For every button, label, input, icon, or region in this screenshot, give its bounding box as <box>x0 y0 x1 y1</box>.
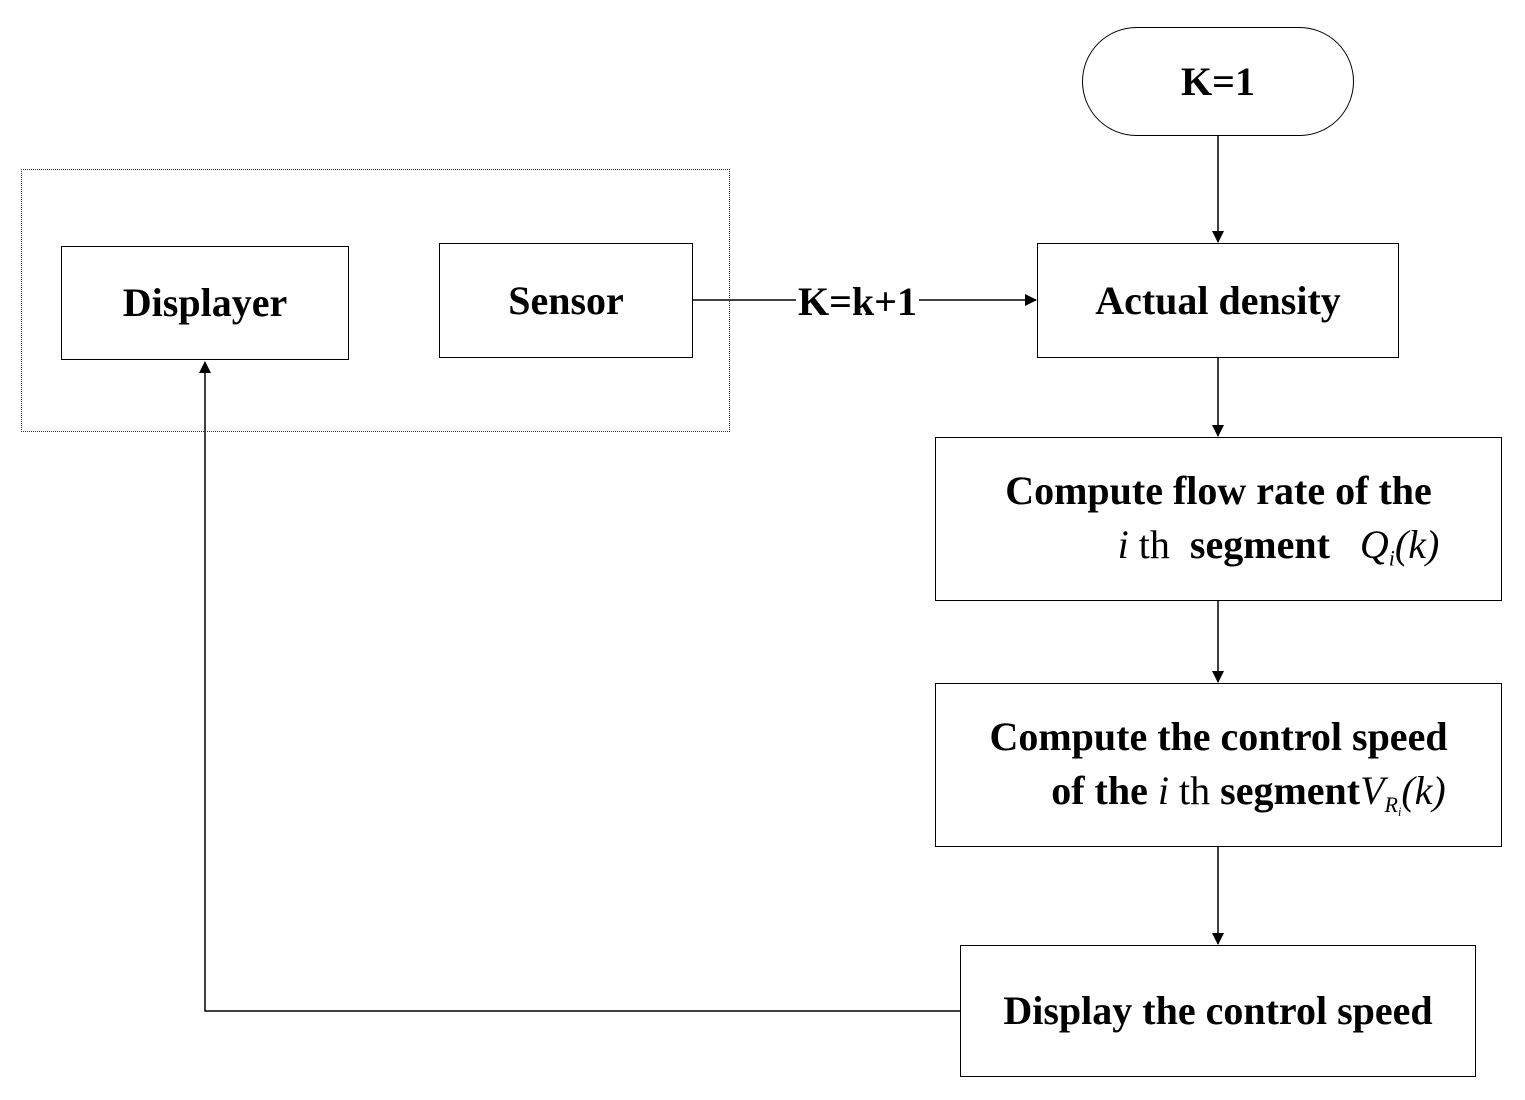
speed-segment-word: segment <box>1220 767 1361 813</box>
start-label: K=1 <box>1181 58 1255 104</box>
display-speed-label: Display the control speed <box>1003 988 1433 1033</box>
flow-symbol: Qi <box>1359 522 1395 571</box>
start-terminal: K=1 <box>1082 27 1354 136</box>
displayer-label: Displayer <box>122 280 288 325</box>
compute-speed-box: Compute the control speed of the i th se… <box>935 683 1502 847</box>
speed-index-var: i <box>1157 767 1169 813</box>
compute-flow-box: Compute flow rate of the i th segment Qi… <box>935 437 1502 601</box>
compute-flow-line1: Compute flow rate of the <box>1005 468 1432 514</box>
flow-index-var: i <box>1117 522 1129 568</box>
speed-prefix: of the <box>1051 767 1148 813</box>
sensor-box: Sensor <box>439 243 693 358</box>
speed-symbol: VRi <box>1360 767 1402 819</box>
actual-density-label: Actual density <box>1095 277 1341 323</box>
speed-argument: (k) <box>1401 767 1446 813</box>
displayer-box: Displayer <box>61 246 349 360</box>
device-group-frame <box>21 169 730 432</box>
speed-ordinal: th <box>1179 767 1211 813</box>
flow-ordinal: th <box>1138 522 1170 568</box>
actual-density-box: Actual density <box>1037 243 1399 358</box>
flow-segment-word: segment <box>1189 522 1330 568</box>
loop-edge-label: K=k+1 <box>796 279 919 324</box>
compute-flow-line2: i th segment Qi(k) <box>998 518 1440 573</box>
display-speed-box: Display the control speed <box>960 945 1476 1077</box>
compute-speed-line1: Compute the control speed <box>989 713 1448 759</box>
arrow-display-to-displayer <box>199 361 960 1012</box>
compute-speed-line2: of the i th segmentVRi(k) <box>989 764 1447 820</box>
sensor-label: Sensor <box>508 277 624 323</box>
flow-argument: (k) <box>1394 522 1440 568</box>
